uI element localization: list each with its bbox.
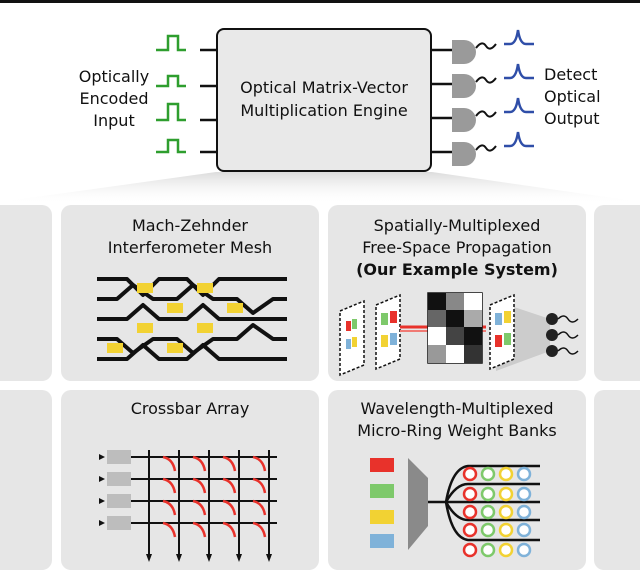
input-label: Optically Encoded Input	[72, 66, 156, 132]
panel-mzi-mesh: Mach-Zehnder Interferometer Mesh	[61, 205, 319, 381]
weight-mask	[427, 292, 483, 364]
input-pulse-2	[156, 74, 186, 88]
mzi-mesh-diagram	[97, 277, 287, 361]
side-panel-left-bottom	[0, 390, 52, 570]
panel-mzi-title-line-1: Mach-Zehnder	[132, 216, 248, 235]
output-detectors	[432, 29, 534, 166]
panel-wavelength-title-line-1: Wavelength-Multiplexed	[360, 399, 554, 418]
input-label-line-2: Encoded	[79, 89, 149, 108]
detector-1	[452, 40, 476, 64]
panel-wavelength-title: Wavelength-Multiplexed Micro-Ring Weight…	[328, 398, 586, 442]
output-pulse-4	[504, 131, 534, 148]
engine-label: Optical Matrix-Vector Multiplication Eng…	[218, 76, 430, 122]
panel-wavelength-title-line-2: Micro-Ring Weight Banks	[357, 421, 557, 440]
detector-3	[452, 108, 476, 132]
engine-label-line-2: Multiplication Engine	[240, 101, 408, 120]
crossbar-diagram	[99, 450, 277, 562]
ring-bank-diagram	[370, 458, 540, 558]
input-pulse-3	[156, 102, 186, 122]
panel-crossbar-title: Crossbar Array	[130, 399, 250, 418]
mzi-coupler	[197, 283, 213, 293]
panel-spatial-highlight: (Our Example System)	[356, 260, 558, 279]
side-panel-left-top	[0, 205, 52, 381]
detector-4	[452, 142, 476, 166]
mzi-coupler	[227, 303, 243, 313]
output-pulse-2	[504, 63, 534, 80]
output-pulse-3	[504, 97, 534, 114]
output-pulse-1	[504, 29, 534, 46]
input-label-line-3: Input	[93, 111, 135, 130]
engine-label-line-1: Optical Matrix-Vector	[240, 78, 408, 97]
output-label-line-1: Detect	[544, 65, 598, 84]
input-pulse-4	[156, 138, 186, 154]
wdm-multiplexer	[408, 458, 428, 550]
panel-spatial-title-line-2: Free-Space Propagation	[362, 238, 552, 257]
panel-crossbar-array: Crossbar Array	[61, 390, 319, 570]
output-label: Detect Optical Output	[544, 64, 634, 130]
mzi-coupler	[137, 323, 153, 333]
input-pulse-1	[156, 34, 186, 52]
zoom-fan	[0, 172, 640, 202]
side-panel-right-bottom	[594, 390, 640, 570]
input-pulses	[156, 34, 218, 154]
panel-mzi-title-line-2: Interferometer Mesh	[107, 238, 273, 257]
free-space-diagram	[339, 292, 579, 377]
panel-spatial-free-space: Spatially-Multiplexed Free-Space Propaga…	[328, 205, 586, 381]
detector-2	[452, 74, 476, 98]
input-label-line-1: Optically	[78, 67, 150, 86]
output-label-line-2: Optical	[544, 87, 601, 106]
panel-wavelength-rings: Wavelength-Multiplexed Micro-Ring Weight…	[328, 390, 586, 570]
side-panel-right-top	[594, 205, 640, 381]
mzi-coupler	[107, 343, 123, 353]
top-border	[0, 0, 640, 3]
mzi-coupler	[167, 303, 183, 313]
panel-spatial-title: Spatially-Multiplexed Free-Space Propaga…	[328, 215, 586, 281]
output-label-line-3: Output	[544, 109, 600, 128]
panel-spatial-title-line-1: Spatially-Multiplexed	[373, 216, 541, 235]
mzi-coupler	[137, 283, 153, 293]
mzi-coupler	[167, 343, 183, 353]
matrix-vector-engine: Optical Matrix-Vector Multiplication Eng…	[216, 28, 432, 172]
panel-mzi-title: Mach-Zehnder Interferometer Mesh	[61, 215, 319, 259]
mzi-coupler	[197, 323, 213, 333]
